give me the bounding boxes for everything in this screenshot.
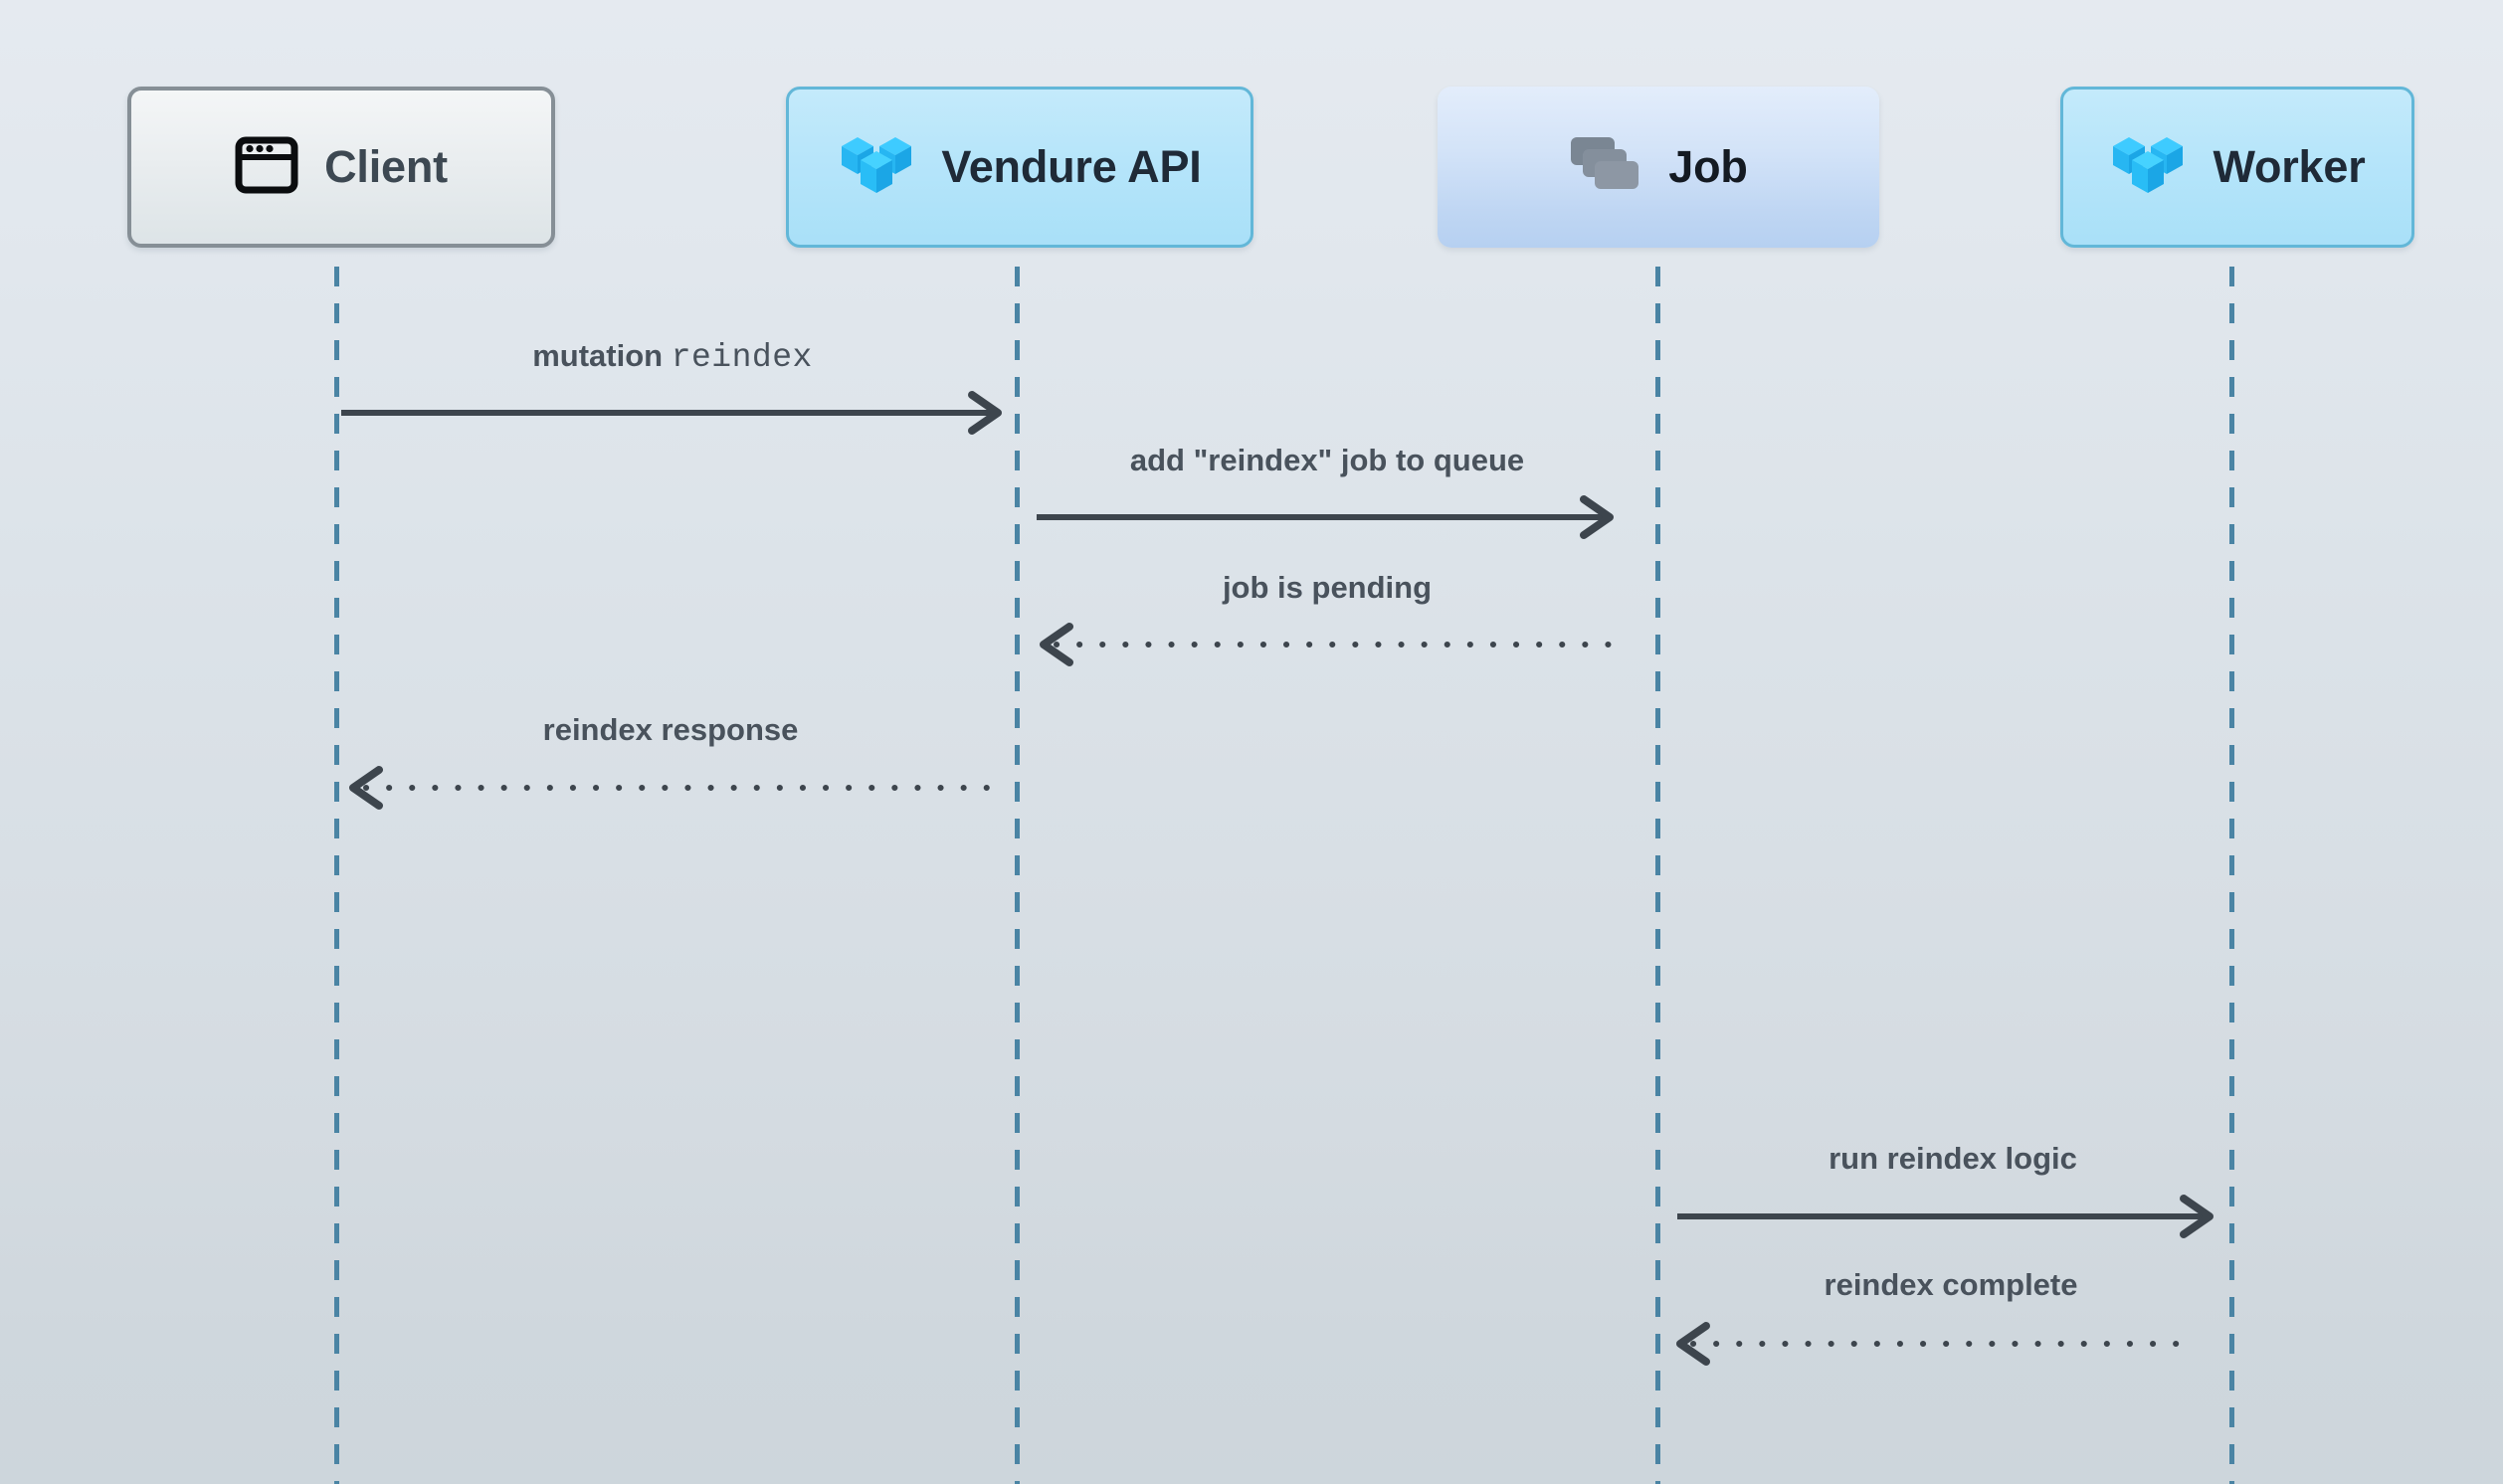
browser-window-icon [235,136,298,199]
lifeline-worker [2229,267,2234,1484]
lifeline-job [1655,267,1660,1484]
participant-vendure-api[interactable]: Vendure API [786,87,1253,248]
message-label-job-is-pending: job is pending [1223,570,1432,606]
participant-label: Job [1668,141,1748,192]
participant-worker[interactable]: Worker [2060,87,2414,248]
vendure-cubes-icon [838,132,915,203]
message-arrow-job-is-pending [1037,623,1620,666]
message-arrow-mutation-reindex [341,391,1005,435]
message-label-run-reindex-logic: run reindex logic [1829,1141,2077,1177]
message-arrow-reindex-response [346,766,998,810]
participant-job[interactable]: Job [1438,87,1879,248]
message-arrow-run-reindex-logic [1677,1195,2216,1238]
message-arrow-add-reindex-job-to-queue [1037,495,1617,539]
message-label-text: reindex response [542,712,799,747]
lifeline-vendure-api [1015,267,1020,1484]
message-label-text: mutation [532,338,664,373]
vendure-cubes-icon [2109,132,2187,203]
message-label-text: run reindex logic [1829,1141,2077,1176]
message-arrow-reindex-complete [1673,1322,2200,1366]
lifeline-client [334,267,339,1484]
message-label-code: reindex [671,339,813,376]
participant-label: Vendure API [941,141,1202,192]
participant-label: Client [324,141,448,192]
participant-client[interactable]: Client [127,87,555,248]
message-label-mutation-reindex: mutation reindex [532,338,813,376]
message-label-text: job is pending [1222,570,1433,605]
message-label-text: reindex complete [1824,1267,2078,1302]
message-label-reindex-response: reindex response [543,712,799,748]
message-label-add-reindex-job-to-queue: add "reindex" job to queue [1130,443,1524,478]
message-label-text: add "reindex" job to queue [1129,443,1525,477]
message-label-reindex-complete: reindex complete [1825,1267,2078,1303]
participant-label: Worker [2213,141,2366,192]
stacked-cards-icon [1569,133,1642,202]
